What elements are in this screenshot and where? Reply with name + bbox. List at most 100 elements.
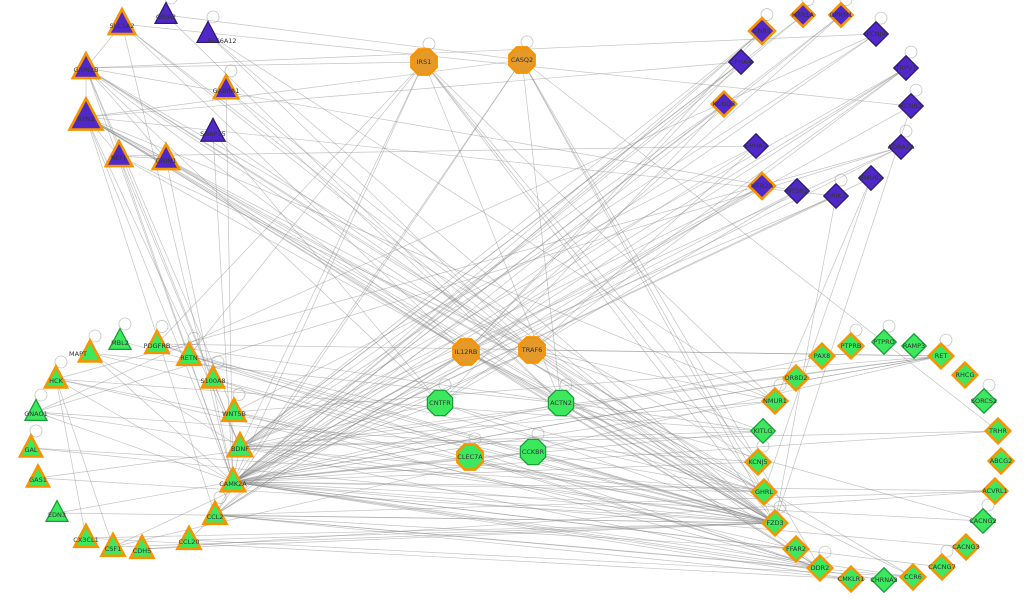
edge-PDGFRB-KITLG[interactable]	[156, 343, 764, 432]
edge-GABRA1-ACTN2[interactable]	[225, 88, 562, 404]
edge-IRS1-RETN[interactable]	[188, 61, 425, 357]
self-loop-DDR2[interactable]	[818, 545, 832, 559]
node-CCKBR[interactable]	[519, 438, 547, 466]
edge-SLC6A12-FZD3[interactable]	[207, 33, 776, 524]
self-loop-NMUR1[interactable]	[773, 378, 787, 392]
edge-HTR2A-BDNF[interactable]	[239, 185, 763, 448]
edge-CAMK2A-FZD3[interactable]	[232, 481, 776, 524]
edge-GRIK2-BDNF[interactable]	[239, 195, 837, 448]
edge-IRS1-GHRL[interactable]	[423, 61, 765, 493]
node-SYN1[interactable]	[67, 95, 105, 131]
node-GABRA1[interactable]	[211, 72, 241, 100]
node-TRHR[interactable]	[983, 416, 1013, 446]
self-loop-PDGFRB[interactable]	[155, 320, 169, 333]
node-FZD3[interactable]	[760, 508, 790, 538]
edge-S100A8-DDR2[interactable]	[212, 378, 821, 569]
edge-CAMK2A-PAX8[interactable]	[232, 355, 823, 483]
node-CACNG3[interactable]	[951, 532, 981, 562]
node-NTSR2[interactable]	[783, 177, 811, 205]
edge-CAMK2A-ACVRL1[interactable]	[232, 481, 996, 492]
edge-BDNF-TRHR[interactable]	[239, 430, 999, 448]
edge-CNR1-BDNF[interactable]	[239, 30, 763, 448]
edge-SYN1-CASQ2[interactable]	[85, 59, 523, 118]
edge-BDNF-KITLG[interactable]	[239, 430, 764, 448]
edge-CLEC7A-FZD3[interactable]	[469, 456, 776, 524]
node-FFAR2[interactable]	[781, 534, 811, 564]
node-NMUR2[interactable]	[857, 164, 885, 192]
edge-GRIN2B-WNT5B[interactable]	[85, 67, 235, 413]
node-RET[interactable]	[926, 341, 956, 371]
edge-EDN3-FZD3[interactable]	[56, 512, 776, 524]
edge-GRIN2B-IL12RB[interactable]	[85, 67, 467, 353]
edge-CAMK2A-MAPT[interactable]	[89, 352, 234, 483]
self-loop-MAPT[interactable]	[88, 329, 102, 343]
edge-CASQ2-CAMK2A[interactable]	[232, 59, 523, 483]
node-CACNG7[interactable]	[927, 552, 957, 582]
edge-SYN1-CCL2[interactable]	[85, 116, 216, 516]
node-S100A8[interactable]	[199, 363, 227, 389]
edge-TRAF6-RET[interactable]	[531, 349, 942, 357]
edge-CAMK2A-CMKLR1[interactable]	[232, 481, 852, 580]
node-SORCS2[interactable]	[970, 387, 998, 415]
edge-TRAF6-FZD3[interactable]	[531, 349, 776, 524]
edge-CNTFR-FZD3[interactable]	[439, 402, 776, 524]
edge-SLC6A12-NMUR1[interactable]	[207, 33, 776, 402]
edge-CCL2-CCR6[interactable]	[214, 514, 914, 578]
edge-CAMK2A-GNAO1[interactable]	[35, 411, 234, 483]
edge-EPHA4-IL12RB[interactable]	[465, 61, 742, 353]
node-KITLG[interactable]	[749, 417, 777, 445]
node-CAMK2A[interactable]	[218, 465, 248, 493]
self-loop-PTPRO[interactable]	[882, 319, 896, 333]
node-GRIA2[interactable]	[153, 1, 179, 25]
node-PTPRB[interactable]	[836, 331, 866, 361]
edge-CASQ2-FZD3[interactable]	[521, 59, 776, 524]
edge-BDNF-RET[interactable]	[239, 355, 942, 448]
edge-CAMK2A-GHRL[interactable]	[232, 481, 765, 493]
edge-NEFL-BDNF[interactable]	[118, 155, 241, 448]
self-loop-KCNB1[interactable]	[909, 83, 923, 97]
edge-CAMK2A-TRHR[interactable]	[232, 430, 999, 483]
node-KCNJ5[interactable]	[743, 447, 773, 477]
node-RHCG[interactable]	[950, 360, 980, 390]
self-loop-RETN[interactable]	[187, 332, 201, 345]
edge-CCL20-CCR6[interactable]	[188, 539, 914, 578]
node-HTR1A[interactable]	[789, 1, 817, 29]
node-KCNB1[interactable]	[897, 92, 925, 120]
node-EDN3[interactable]	[44, 499, 70, 523]
edge-KCNJ9-GNAO1[interactable]	[35, 33, 877, 413]
edge-CCL2-FFAR2[interactable]	[214, 514, 797, 550]
edge-MAPT-ACTN2[interactable]	[89, 352, 562, 404]
edge-IRS1-BDNF[interactable]	[239, 61, 425, 448]
edge-CASQ2-DDR2[interactable]	[521, 59, 821, 569]
edge-CCKBR-FZD3[interactable]	[532, 451, 776, 524]
edge-CNR1-IL12RB[interactable]	[465, 30, 763, 353]
edge-TRPV1-CAMK2A[interactable]	[232, 67, 907, 483]
node-BDNF[interactable]	[225, 430, 255, 458]
node-NMUR1[interactable]	[760, 386, 790, 416]
edge-GRIN1-GHRL[interactable]	[165, 158, 765, 493]
node-RETN[interactable]	[175, 340, 203, 367]
node-MAPT[interactable]	[76, 337, 104, 363]
node-SLC1A2[interactable]	[106, 6, 138, 36]
edge-BDNF-GHRL[interactable]	[239, 446, 765, 493]
edge-NEFL-TRAF6[interactable]	[118, 155, 533, 351]
node-OR8D2[interactable]	[781, 363, 811, 393]
edge-CAMK2A-HCK[interactable]	[55, 378, 234, 483]
edge-NMUR2-CAMK2A[interactable]	[232, 177, 872, 483]
self-loop-PTPRB[interactable]	[849, 323, 863, 337]
edge-GABRA1-FZD3[interactable]	[225, 88, 776, 524]
edge-CAMK2A-CACNG7[interactable]	[232, 481, 943, 568]
self-loop-FZD3[interactable]	[773, 500, 787, 514]
node-ADRA2A[interactable]	[887, 133, 915, 161]
edge-BDNF-DDR2[interactable]	[239, 446, 821, 569]
node-GRIK2[interactable]	[822, 182, 850, 210]
node-CNTFR[interactable]	[426, 389, 454, 417]
edge-SYN1-EPHA4[interactable]	[85, 61, 742, 118]
edge-TRPV1-CNTFR[interactable]	[439, 67, 907, 404]
node-CCL20[interactable]	[175, 524, 203, 551]
edge-CASQ2-TRHR[interactable]	[521, 59, 999, 432]
self-loop-CNR1[interactable]	[760, 8, 774, 21]
edge-CNTFR-GHRL[interactable]	[439, 402, 765, 493]
edge-CDH5-FZD3[interactable]	[141, 522, 776, 550]
